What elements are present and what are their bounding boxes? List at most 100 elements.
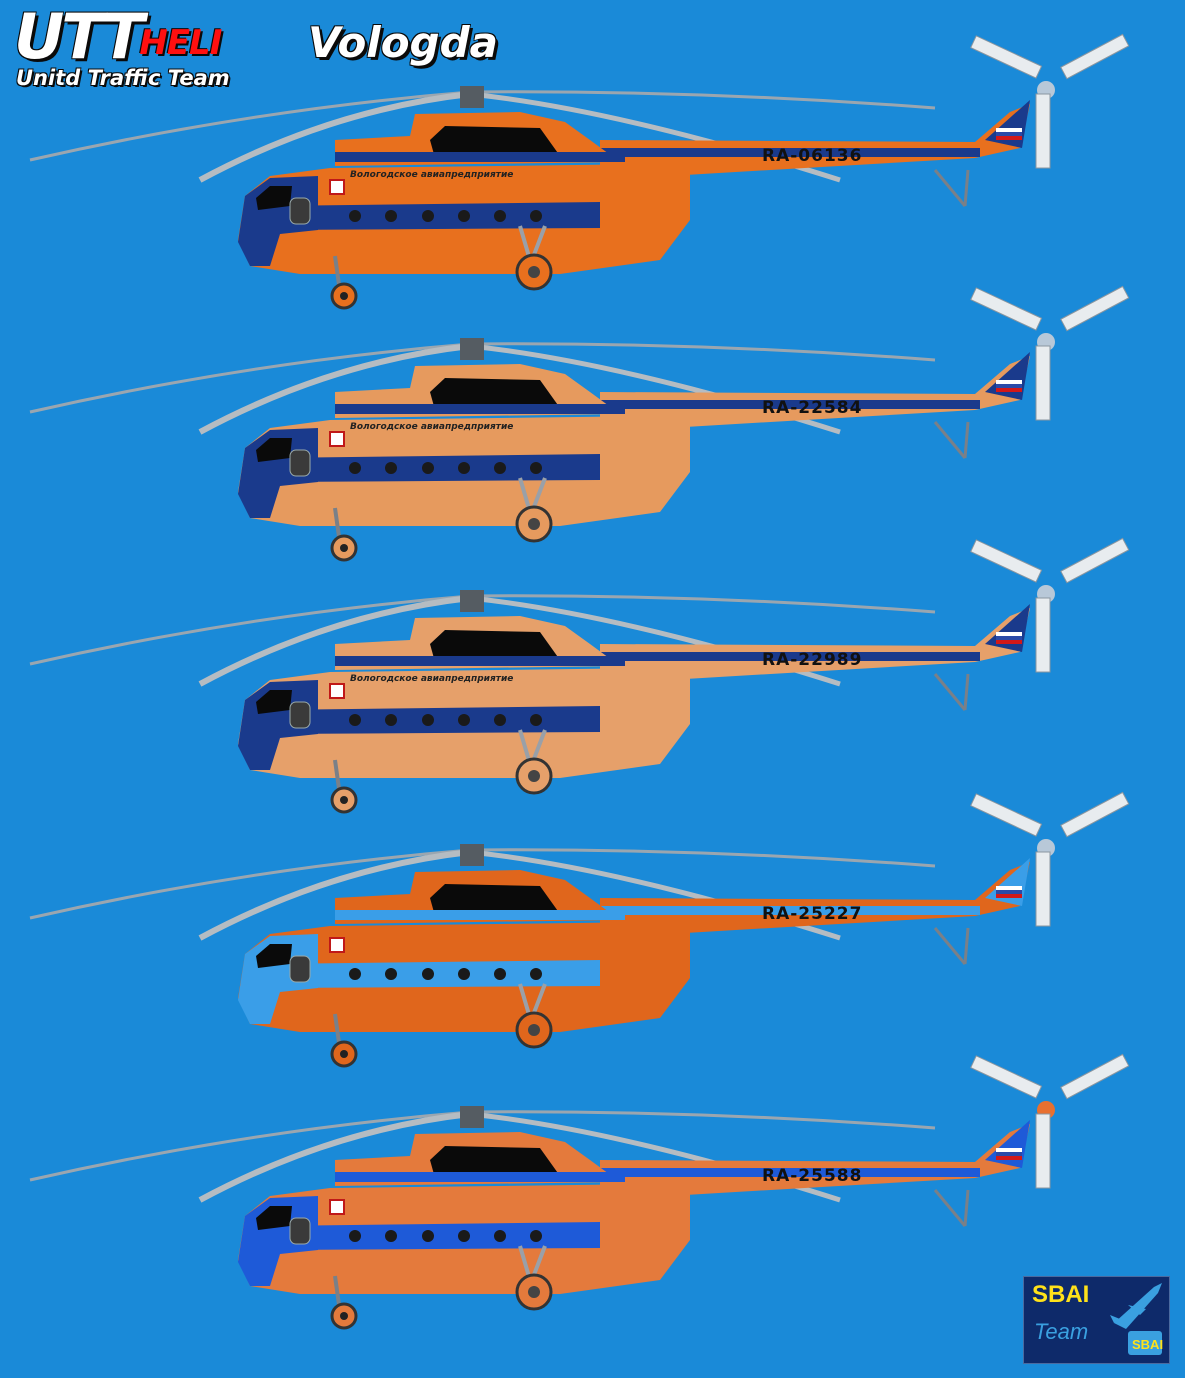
exhaust-cover bbox=[430, 126, 560, 158]
cabin-lettering: Вологодское авиапредприятие bbox=[350, 674, 514, 684]
main-rotor-blade bbox=[469, 594, 936, 614]
tail-fin bbox=[985, 604, 1030, 652]
helicopter-drawing bbox=[29, 285, 1130, 562]
registration-mark: RA-22989 bbox=[762, 650, 863, 670]
tail-rotor-blade bbox=[1035, 597, 1051, 673]
cabin-window bbox=[494, 968, 506, 980]
tail-rotor-blade bbox=[1060, 33, 1130, 80]
tail-skid bbox=[933, 673, 970, 711]
cabin-window bbox=[458, 462, 470, 474]
main-rotor-blade bbox=[29, 90, 471, 162]
exhaust-cover bbox=[430, 884, 560, 916]
tail-fin bbox=[985, 858, 1030, 906]
tail-skid bbox=[933, 169, 970, 207]
tail-flag-red bbox=[996, 388, 1022, 392]
cabin-window bbox=[530, 714, 542, 726]
tail-flag-white bbox=[996, 632, 1022, 636]
tail-stripe bbox=[600, 400, 980, 409]
tail-flag-red bbox=[996, 136, 1022, 140]
cabin-window bbox=[422, 1230, 434, 1242]
cabin-window bbox=[349, 1230, 361, 1242]
cabin-window bbox=[494, 462, 506, 474]
airplane-icon: SBAI bbox=[1110, 1283, 1163, 1355]
cabin-window bbox=[530, 462, 542, 474]
tail-rotor-blade bbox=[1035, 1113, 1051, 1189]
brand-heli: HELI bbox=[139, 23, 222, 63]
cabin-window bbox=[349, 714, 361, 726]
cockpit-window bbox=[256, 186, 292, 210]
sbai-team-logo: SBAI Team SBAI bbox=[1023, 1276, 1170, 1364]
rotor-hub bbox=[460, 1106, 484, 1128]
main-rotor-blade bbox=[469, 90, 936, 110]
main-rotor-blade bbox=[29, 1110, 471, 1182]
main-wheel-hub bbox=[528, 1024, 540, 1036]
engine-stripe bbox=[335, 152, 625, 162]
main-rotor-blade bbox=[469, 342, 936, 362]
main-rotor-blade bbox=[29, 342, 471, 414]
tail-fin bbox=[985, 352, 1030, 400]
tail-flag-blue bbox=[996, 890, 1022, 894]
cabin-window bbox=[458, 210, 470, 222]
main-rotor-blade bbox=[29, 594, 471, 666]
main-rotor-blade bbox=[29, 848, 471, 920]
tail-boom bbox=[600, 356, 1030, 432]
rotor-hub bbox=[460, 844, 484, 866]
cabin-window bbox=[385, 210, 397, 222]
exhaust-cover bbox=[430, 378, 560, 410]
sbai-team: Team bbox=[1034, 1319, 1089, 1344]
main-wheel-hub bbox=[528, 518, 540, 530]
tail-flag-red bbox=[996, 1156, 1022, 1160]
company-logo bbox=[329, 431, 345, 447]
tail-skid bbox=[933, 1189, 970, 1227]
fuselage-stripe bbox=[270, 706, 600, 734]
registration-mark: RA-25227 bbox=[762, 904, 863, 924]
main-wheel-hub bbox=[528, 1286, 540, 1298]
registration-mark: RA-25588 bbox=[762, 1166, 863, 1186]
engine-stripe bbox=[335, 404, 625, 414]
main-rotor-blade bbox=[198, 849, 471, 941]
helicopter-5: RA-25588 bbox=[0, 1050, 1185, 1330]
cabin-window bbox=[530, 210, 542, 222]
tail-rotor-blade bbox=[970, 539, 1043, 583]
rotor-hub bbox=[460, 86, 484, 108]
tail-stripe bbox=[600, 652, 980, 661]
tail-rotor-blade bbox=[1035, 93, 1051, 169]
cabin-window bbox=[422, 462, 434, 474]
cabin-window bbox=[494, 714, 506, 726]
tail-flag-white bbox=[996, 886, 1022, 890]
cockpit-window bbox=[256, 1206, 292, 1230]
cockpit-blister bbox=[289, 955, 311, 983]
tail-rotor-blade bbox=[1060, 285, 1130, 332]
engine-stripe bbox=[335, 656, 625, 666]
cabin-lettering: Вологодское авиапредприятие bbox=[350, 170, 514, 180]
tail-stripe bbox=[600, 148, 980, 157]
tail-flag-blue bbox=[996, 1152, 1022, 1156]
cockpit-blister bbox=[289, 701, 311, 729]
cabin-window bbox=[458, 1230, 470, 1242]
nose-wheel-hub bbox=[340, 796, 348, 804]
cabin-window bbox=[422, 968, 434, 980]
fuselage-stripe bbox=[270, 202, 600, 230]
sbai-name: SBAI bbox=[1032, 1281, 1090, 1308]
cockpit-blister bbox=[289, 197, 311, 225]
main-rotor-blade bbox=[198, 343, 471, 435]
fuselage-stripe bbox=[270, 1222, 600, 1250]
engine-stripe bbox=[335, 1172, 625, 1182]
fuselage-stripe bbox=[270, 960, 600, 988]
tail-rotor-blade bbox=[1060, 537, 1130, 584]
tail-rotor-blade bbox=[1060, 1053, 1130, 1100]
helicopter-drawing bbox=[29, 537, 1130, 814]
tail-flag-blue bbox=[996, 132, 1022, 136]
tail-rotor-blade bbox=[1060, 791, 1130, 838]
company-logo bbox=[329, 683, 345, 699]
nose-wheel-hub bbox=[340, 1312, 348, 1320]
cabin-window bbox=[530, 968, 542, 980]
helicopter-drawing bbox=[29, 791, 1130, 1068]
main-rotor-blade bbox=[198, 91, 471, 183]
tail-rotor-blade bbox=[970, 35, 1043, 79]
utt-heli-logo: UTTHELI Unitd Traffic Team bbox=[14, 6, 230, 91]
svg-text:SBAI: SBAI bbox=[1132, 1337, 1163, 1352]
cabin-window bbox=[458, 968, 470, 980]
